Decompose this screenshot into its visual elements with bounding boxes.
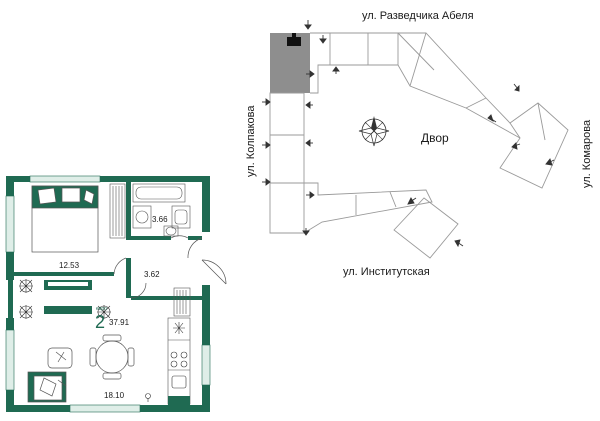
sink-icon [171, 375, 187, 389]
armchair [47, 347, 73, 369]
entrance-arrow-icon [513, 83, 520, 92]
fridge-icon [173, 322, 185, 334]
entrance-arrow-icon [332, 66, 340, 74]
site-plan: ул. Разведчика Абеля ул. Институтская ул… [245, 10, 593, 278]
bathroom-area: 3.66 [152, 215, 168, 224]
entrance-arrow-icon [262, 178, 271, 186]
rooms-count: 2 [95, 312, 105, 332]
street-south-label: ул. Институтская [343, 266, 430, 278]
entrance-arrow-icon [304, 20, 312, 30]
entrance-arrow-icon [302, 228, 310, 236]
lamp-icon [145, 393, 151, 402]
building-outline [269, 32, 569, 259]
section-marker [287, 37, 301, 46]
double-bed [31, 185, 99, 253]
street-east-label: ул. Комарова [581, 119, 593, 188]
total-area: 37.91 [109, 318, 130, 327]
wardrobe [109, 183, 126, 239]
washing-machine [132, 205, 152, 229]
apartment-type-label: евро [96, 306, 107, 312]
plant-icon [19, 279, 33, 293]
entrance-arrow-icon [306, 70, 315, 78]
entrance-arrow-icon [545, 158, 555, 166]
apartment-plan: 12.53 3.66 3.62 18.10 евро 2 37.91 [5, 175, 227, 413]
sink [171, 205, 191, 229]
entrance-arrow-icon [487, 114, 497, 123]
entrance-arrow-icon [407, 197, 417, 205]
hall-wardrobe [173, 287, 191, 317]
doors [113, 235, 227, 299]
sofa [27, 371, 67, 403]
tv-console [44, 280, 92, 314]
stove-icon [170, 351, 188, 368]
dining-table [89, 334, 135, 380]
entrance-arrow-icon [305, 101, 313, 109]
bedroom-area: 12.53 [59, 261, 80, 270]
windows [5, 175, 211, 413]
entrance-arrow-icon [319, 35, 327, 44]
entrance-arrow-icon [262, 98, 271, 106]
entrance-arrow-icon [306, 191, 315, 199]
plant-icon [19, 305, 33, 319]
compass-rose-icon [358, 116, 390, 147]
entrance-arrow-icon [305, 139, 313, 147]
courtyard-label: Двор [421, 131, 449, 145]
entrance-arrow-icon [454, 239, 464, 248]
plant-icon [97, 305, 111, 319]
entrance-arrow-icon [511, 142, 521, 150]
interior-walls [14, 182, 202, 300]
bathtub [132, 183, 186, 203]
street-north-label: ул. Разведчика Абеля [362, 10, 474, 22]
entrance-arrow-icon [262, 141, 271, 149]
kitchen-fridge-column [168, 396, 190, 405]
hallway-area: 3.62 [144, 270, 160, 279]
entrance-arrows [262, 20, 555, 248]
toilet [163, 225, 179, 237]
living-area: 18.10 [104, 391, 125, 400]
street-west-label: ул. Колпакова [245, 105, 257, 177]
